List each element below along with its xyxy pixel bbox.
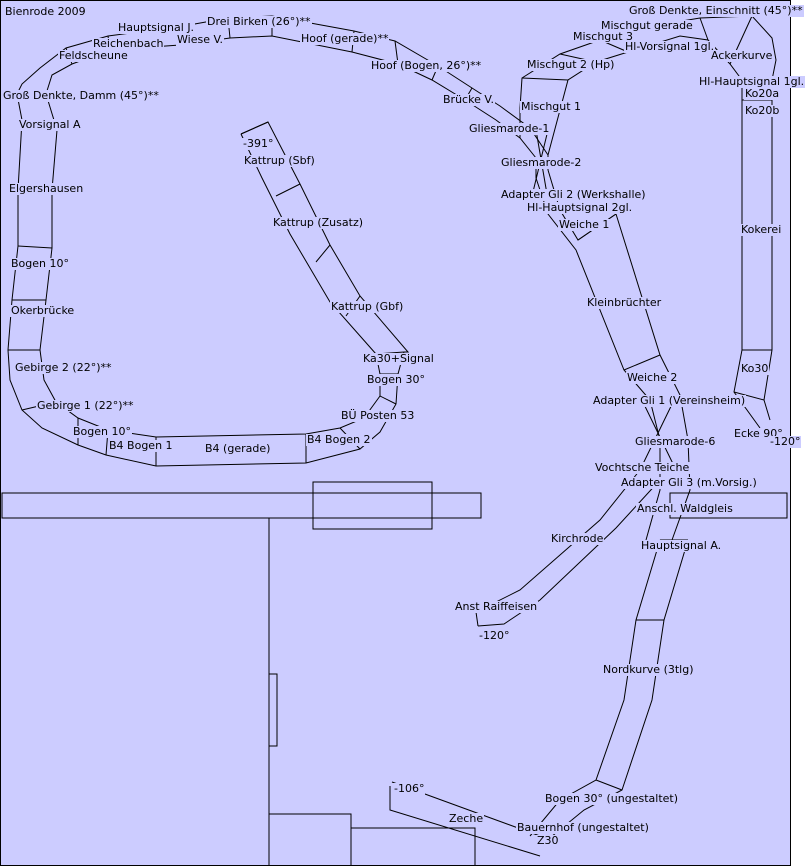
track-label: Weiche 2 <box>626 371 679 384</box>
track-label: Mischgut gerade <box>600 19 694 32</box>
track-label: Okerbrücke <box>10 304 76 317</box>
track-label: Zeche <box>448 812 485 825</box>
track-label: BÜ Posten 53 <box>340 409 416 422</box>
track-label: Reichenbach <box>92 37 165 50</box>
track-label: Drei Birken (26°)** <box>206 15 312 28</box>
track-label: Anst Raiffeisen <box>454 600 539 613</box>
nordkurve-edge-a <box>539 539 689 847</box>
room-notch <box>268 673 278 747</box>
kattrup-edge-b <box>240 133 377 355</box>
track-label: Feldscheune <box>58 49 129 62</box>
track-label: Hl-Vorsignal 1gl. <box>624 40 716 53</box>
track-label: Adapter Gli 2 (Werkshalle) <box>500 188 647 201</box>
track-label: Bogen 30° (ungestaltet) <box>544 792 679 805</box>
track-label: B4 (gerade) <box>204 442 272 455</box>
track-label: Gliesmarode-6 <box>634 435 717 448</box>
track-label: Gliesmarode-2 <box>500 156 583 169</box>
track-label: Nordkurve (3tlg) <box>602 663 695 676</box>
track-label: Hl-Hauptsignal 1gl. <box>698 75 805 88</box>
room-bottom-a <box>268 813 352 866</box>
track-label: Kirchrode <box>550 532 605 545</box>
track-label: Groß Denkte, Damm (45°)** <box>2 89 160 102</box>
zeche-edge-a <box>389 786 541 857</box>
track-label: Adapter Gli 1 (Vereinsheim) <box>592 394 747 407</box>
track-label: Kattrup (Zusatz) <box>272 216 365 229</box>
track-label: Ko20a <box>744 87 781 100</box>
track-label: -120° <box>769 435 802 448</box>
track-label: Weiche 1 <box>558 218 611 231</box>
track-label: Mischgut 2 (Hp) <box>526 58 616 71</box>
plan-title: Bienrode 2009 <box>5 5 86 18</box>
track-label: Kattrup (Sbf) <box>243 154 316 167</box>
track-label: Adapter Gli 3 (m.Vorsig.) <box>620 476 758 489</box>
track-label: Z30 <box>536 834 560 847</box>
track-label: Elgershausen <box>8 182 85 195</box>
left-side-inner <box>39 93 381 438</box>
track-label: B4 Bogen 2 <box>306 433 372 446</box>
track-label: Anschl. Waldgleis <box>636 502 734 515</box>
track-label: -120° <box>478 629 511 642</box>
track-label: Mischgut 3 <box>572 30 635 43</box>
track-label: -391° <box>242 137 275 150</box>
track-label: Bogen 10° <box>72 425 132 438</box>
track-label: Ackerkurve <box>710 49 774 62</box>
room-bottom-b <box>350 827 476 866</box>
kirchrode-edge-b <box>477 479 661 627</box>
track-label: -106° <box>393 782 426 795</box>
track-label: Mischgut 1 <box>520 100 583 113</box>
track-label: Hl-Hauptsignal 2gl. <box>526 201 634 214</box>
track-label: Hoof (gerade)** <box>300 32 390 45</box>
track-label: Groß Denkte, Einschnitt (45°)** <box>628 4 804 17</box>
track-label: B4 Bogen 1 <box>108 439 174 452</box>
track-label: Gebirge 1 (22°)** <box>36 399 135 412</box>
track-label: Kokerei <box>740 223 783 236</box>
room-box <box>312 481 433 530</box>
track-label: Gebirge 2 (22°)** <box>14 361 113 374</box>
track-label: Wiese V. <box>176 33 225 46</box>
track-label: Ka30+Signal <box>362 352 435 365</box>
track-label: Hoof (Bogen, 26°)** <box>370 59 483 72</box>
track-label: Ko20b <box>744 104 781 117</box>
left-side-outer <box>7 93 405 467</box>
track-label: Hauptsignal A. <box>640 539 723 552</box>
track-label: Vorsignal A <box>18 118 82 131</box>
mischgut-edge-a <box>519 15 777 421</box>
track-label: Bauernhof (ungestaltet) <box>516 821 650 834</box>
track-label: Vochtsche Teiche <box>594 461 691 474</box>
track-label: Bogen 30° <box>366 373 426 386</box>
track-label: Bogen 10° <box>10 257 70 270</box>
room-corridor <box>1 492 482 519</box>
track-label: Kleinbrüchter <box>586 296 663 309</box>
mischgut-edge-b <box>547 35 761 429</box>
track-label: Kattrup (Gbf) <box>330 300 405 313</box>
nordkurve-edge-b <box>529 539 661 837</box>
track-label: Gliesmarode-1 <box>468 122 551 135</box>
track-label: Hauptsignal J. <box>117 21 196 34</box>
track-label: Ko30 <box>740 362 770 375</box>
kirchrode-edge-a <box>475 469 641 627</box>
track-label: Brücke V. <box>442 93 495 106</box>
left-loop-outer-edge <box>16 15 549 170</box>
